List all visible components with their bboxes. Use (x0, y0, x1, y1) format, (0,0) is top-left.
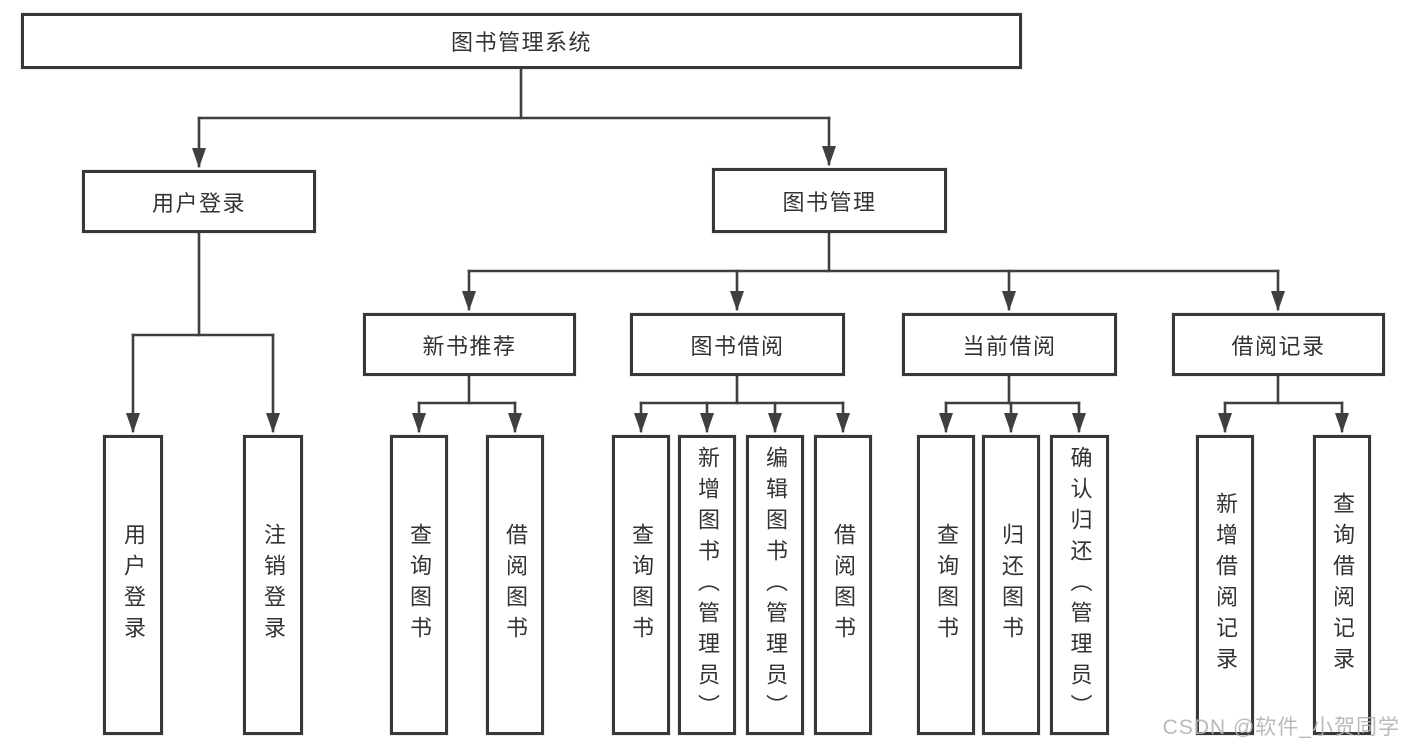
leaf-user-login: 用户登录 (103, 435, 163, 735)
leaf-cb-confirm-return-admin-label: 确认归还（管理员） (1067, 445, 1093, 725)
leaf-bb-add-books-admin: 新增图书（管理员） (678, 435, 736, 735)
leaf-bb-borrow-books-label: 借阅图书 (831, 523, 856, 647)
node-borrow-records: 借阅记录 (1172, 313, 1385, 376)
node-book-management-label: 图书管理 (782, 189, 877, 215)
leaf-cb-return-books: 归还图书 (982, 435, 1040, 735)
leaf-bb-query-books-label: 查询图书 (629, 523, 654, 647)
leaf-logout: 注销登录 (243, 435, 303, 735)
leaf-br-query-record-label: 查询借阅记录 (1330, 492, 1355, 678)
leaf-cb-return-books-label: 归还图书 (999, 523, 1024, 647)
leaf-bb-borrow-books: 借阅图书 (814, 435, 872, 735)
leaf-br-add-record: 新增借阅记录 (1196, 435, 1254, 735)
node-root-label: 图书管理系统 (450, 30, 592, 55)
node-user-login: 用户登录 (82, 170, 316, 233)
leaf-logout-label: 注销登录 (261, 523, 286, 647)
node-root: 图书管理系统 (21, 13, 1022, 69)
leaf-cb-confirm-return-admin: 确认归还（管理员） (1050, 435, 1109, 735)
leaf-bb-add-books-admin-label: 新增图书（管理员） (695, 445, 720, 725)
node-current-borrow-label: 当前借阅 (962, 333, 1057, 359)
node-book-management: 图书管理 (712, 168, 947, 233)
leaf-user-login-label: 用户登录 (121, 523, 146, 647)
leaf-cb-query-books-label: 查询图书 (934, 523, 959, 647)
leaf-br-add-record-label: 新增借阅记录 (1213, 492, 1238, 678)
leaf-nbr-borrow-books: 借阅图书 (486, 435, 544, 735)
node-new-book-recommend: 新书推荐 (363, 313, 576, 376)
node-current-borrow: 当前借阅 (902, 313, 1117, 376)
leaf-nbr-query-books: 查询图书 (390, 435, 448, 735)
leaf-br-query-record: 查询借阅记录 (1313, 435, 1371, 735)
node-book-borrow-label: 图书借阅 (690, 333, 785, 359)
leaf-nbr-borrow-books-label: 借阅图书 (503, 523, 528, 647)
csdn-watermark: CSDN @软件_小贺同学 (1162, 716, 1400, 739)
node-new-book-recommend-label: 新书推荐 (422, 333, 517, 359)
node-user-login-label: 用户登录 (151, 190, 246, 216)
leaf-bb-edit-books-admin-label: 编辑图书（管理员） (763, 445, 788, 725)
node-borrow-records-label: 借阅记录 (1231, 333, 1326, 359)
leaf-bb-edit-books-admin: 编辑图书（管理员） (746, 435, 804, 735)
leaf-nbr-query-books-label: 查询图书 (407, 523, 432, 647)
leaf-bb-query-books: 查询图书 (612, 435, 670, 735)
node-book-borrow: 图书借阅 (630, 313, 845, 376)
leaf-cb-query-books: 查询图书 (917, 435, 975, 735)
